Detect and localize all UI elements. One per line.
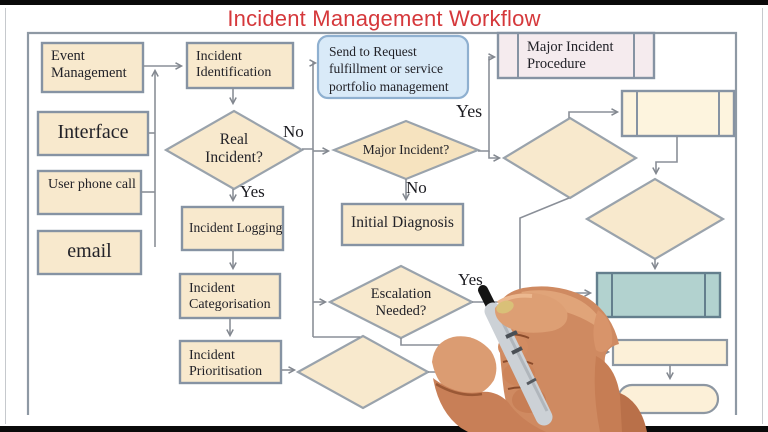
node-incident-prioritisation bbox=[178, 339, 283, 385]
label-initial-diagnosis: Initial Diagnosis bbox=[351, 214, 454, 231]
label-email: email bbox=[67, 240, 112, 262]
edge-label-real-incident-yes: Yes bbox=[240, 182, 265, 201]
node-real-incident-decision bbox=[163, 109, 305, 191]
label-incident-logging: Incident Logging bbox=[189, 220, 283, 235]
label-interface: Interface bbox=[57, 121, 129, 143]
label-major-incident-procedure: Major Incident Procedure bbox=[527, 39, 614, 72]
node-teal-predefined bbox=[595, 271, 722, 319]
node-interface bbox=[36, 110, 150, 157]
node-incident-categorisation bbox=[178, 272, 282, 320]
flowchart-frame bbox=[26, 31, 738, 415]
label-incident-identification: Incident Identification bbox=[196, 49, 272, 81]
node-empty-predefined-top-right bbox=[620, 89, 736, 138]
label-real-incident: Real Incident? bbox=[205, 131, 263, 166]
edge-label-real-incident-no: No bbox=[283, 122, 304, 141]
node-incident-logging bbox=[180, 205, 285, 252]
node-empty-rect-bottom-right bbox=[611, 338, 729, 367]
node-empty-decision-2 bbox=[584, 177, 726, 261]
node-incident-identification bbox=[185, 41, 295, 90]
node-initial-diagnosis bbox=[340, 202, 465, 247]
letterbox-bar-top bbox=[0, 0, 768, 5]
letterbox-bar-bottom bbox=[0, 426, 768, 432]
edge-label-major-incident-no: No bbox=[406, 178, 427, 197]
edge-label-escalation-needed-yes: Yes bbox=[458, 270, 483, 289]
label-event-management: Event Management bbox=[51, 48, 127, 81]
connectors bbox=[141, 53, 678, 381]
node-major-incident-decision bbox=[331, 119, 481, 181]
node-email bbox=[36, 229, 143, 276]
node-send-to-request bbox=[316, 34, 470, 100]
node-user-phone-call bbox=[36, 169, 143, 216]
node-event-management bbox=[40, 41, 145, 94]
node-empty-decision-1 bbox=[501, 116, 639, 200]
hand-illustration bbox=[432, 285, 647, 432]
label-send-to-request: Send to Request fulfillment or service p… bbox=[329, 44, 449, 94]
page-title: Incident Management Workflow bbox=[227, 6, 541, 31]
edge-label-major-incident-yes: Yes bbox=[456, 101, 483, 121]
label-incident-prioritisation: Incident Prioritisation bbox=[189, 348, 263, 380]
node-major-incident-procedure bbox=[496, 31, 656, 80]
label-incident-categorisation: Incident Categorisation bbox=[189, 281, 271, 313]
label-major-incident: Major Incident? bbox=[362, 142, 450, 157]
label-user-phone-call: User phone call bbox=[48, 177, 136, 192]
label-escalation-needed: Escalation Needed? bbox=[370, 286, 432, 319]
